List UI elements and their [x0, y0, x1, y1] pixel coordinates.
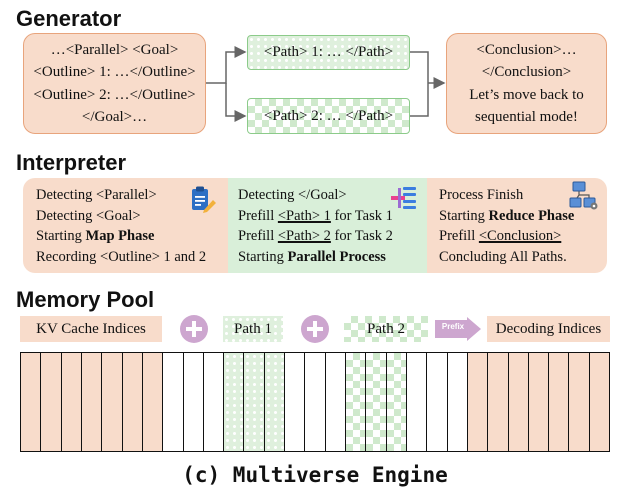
memory-cell-peach: [81, 353, 103, 451]
interp-mid-line2-pre: Prefill: [238, 207, 278, 224]
memory-cell-white: [448, 353, 468, 451]
interp-right-line3-ul: <Conclusion>: [478, 228, 562, 244]
memory-cell-peach: [41, 353, 62, 451]
interp-mid-line3-post: for Task 2: [330, 228, 393, 244]
generator-input-line: </Goal>…: [81, 109, 148, 125]
generator-path2-box: <Path> 2: … </Path>: [247, 98, 410, 134]
memory-cell-dots: [264, 353, 286, 451]
arrow-to-path2: [225, 83, 247, 122]
arrow-to-path1: [206, 46, 247, 84]
interpreter-middle-panel: [228, 178, 427, 273]
memory-cell-white: [326, 353, 346, 451]
path2-label: Path 2: [344, 316, 428, 342]
generator-output-line: </Conclusion>: [481, 64, 572, 80]
generator-input-line: <Outline> 1: …</Outline>: [33, 64, 196, 80]
interp-right-line4: Concluding All Paths.: [439, 248, 567, 265]
memory-cell-peach: [528, 353, 550, 451]
generator-input-box: …<Parallel> <Goal> <Outline> 1: …</Outli…: [23, 33, 206, 134]
memory-cell-white: [427, 353, 448, 451]
interp-right-line1: Process Finish: [439, 187, 524, 203]
plus-icon: [180, 315, 208, 343]
generator-path2-label: <Path> 2: … </Path>: [263, 107, 394, 124]
memory-cell-checks: [346, 353, 367, 451]
memory-cell-white: [407, 353, 428, 451]
interp-right-line3-pre: Prefill: [439, 228, 479, 244]
interp-mid-line2-post: for Task 1: [330, 207, 393, 224]
memory-cell-white: [285, 353, 306, 451]
clipboard-icon: [192, 186, 216, 213]
interpreter-right-panel: [427, 178, 607, 273]
merge-icon: [391, 187, 416, 209]
generator-output-line: sequential mode!: [475, 109, 578, 125]
interp-mid-line3-ul: <Path> 2: [277, 228, 331, 244]
figure-caption: (c) Multiverse Engine: [182, 463, 448, 487]
network-icon: [569, 181, 598, 210]
memory-cell-peach: [142, 353, 164, 451]
interp-left-line4: Recording <Outline> 1 and 2: [36, 248, 207, 265]
generator-path1-label: <Path> 1: … </Path>: [263, 44, 394, 60]
interp-mid-line1: Detecting </Goal>: [238, 187, 347, 203]
generator-title: Generator: [16, 6, 122, 31]
memory-cell-peach: [21, 353, 42, 451]
generator-output-line: <Conclusion>…: [476, 41, 577, 58]
generator-output-line: Let’s move back to: [469, 86, 584, 103]
interp-left-line3-bold: Map Phase: [85, 228, 155, 244]
memory-cell-white: [184, 353, 204, 451]
memory-cell-dots: [244, 353, 265, 451]
generator-arrows: [206, 46, 446, 122]
memory-cell-peach: [589, 353, 610, 451]
kv-cache-label: KV Cache Indices: [20, 316, 162, 342]
interpreter-right-text: Process Finish Starting Reduce Phase Pre…: [439, 185, 574, 267]
memory-cell-white: [305, 353, 326, 451]
generator-input-line: …<Parallel> <Goal>: [50, 41, 179, 58]
interp-left-line2: Detecting <Goal>: [36, 207, 141, 224]
interp-left-line1: Detecting <Parallel>: [36, 187, 157, 203]
memory-cell-white: [163, 353, 184, 451]
decoding-indices-label: Decoding Indices: [487, 316, 610, 342]
interp-mid-line3-pre: Prefill: [238, 228, 278, 244]
memory-pool-cells: [20, 352, 610, 452]
memory-cell-peach: [467, 353, 489, 451]
generator-path1-box: <Path> 1: … </Path>: [247, 35, 410, 70]
interp-mid-line2-ul: <Path> 1: [277, 207, 331, 224]
interpreter-title: Interpreter: [16, 150, 127, 175]
memory-cell-dots: [224, 353, 245, 451]
memory-cell-peach: [122, 353, 143, 451]
merge-bracket: [410, 51, 429, 117]
interp-right-line2-bold: Reduce Phase: [488, 207, 575, 224]
interpreter-left-text: Detecting <Parallel> Detecting <Goal> St…: [36, 185, 206, 267]
memory-cell-peach: [61, 353, 82, 451]
prefix-label: Prefix: [441, 322, 465, 331]
memory-cell-peach: [549, 353, 570, 451]
generator-output-box: <Conclusion>… </Conclusion> Let’s move b…: [446, 33, 607, 134]
memory-cell-peach: [102, 353, 123, 451]
memory-cell-peach: [488, 353, 509, 451]
interp-mid-line4-pre: Starting: [238, 248, 288, 265]
memory-cell-peach: [569, 353, 590, 451]
prefix-arrow-icon: [435, 317, 481, 341]
memory-cell-checks: [366, 353, 387, 451]
interpreter-middle-text: Detecting </Goal> Prefill <Path> 1 for T…: [238, 185, 393, 267]
memory-cell-white: [204, 353, 225, 451]
plus-icon: [301, 315, 329, 343]
generator-input-line: <Outline> 2: …</Outline>: [33, 86, 196, 103]
path1-label: Path 1: [223, 316, 283, 342]
memory-cell-peach: [508, 353, 529, 451]
memory-pool-title: Memory Pool: [16, 287, 155, 312]
interp-mid-line4-bold: Parallel Process: [287, 248, 386, 265]
memory-cell-checks: [386, 353, 407, 451]
interp-left-line3-pre: Starting: [36, 228, 86, 244]
interp-right-line2-pre: Starting: [439, 207, 489, 224]
